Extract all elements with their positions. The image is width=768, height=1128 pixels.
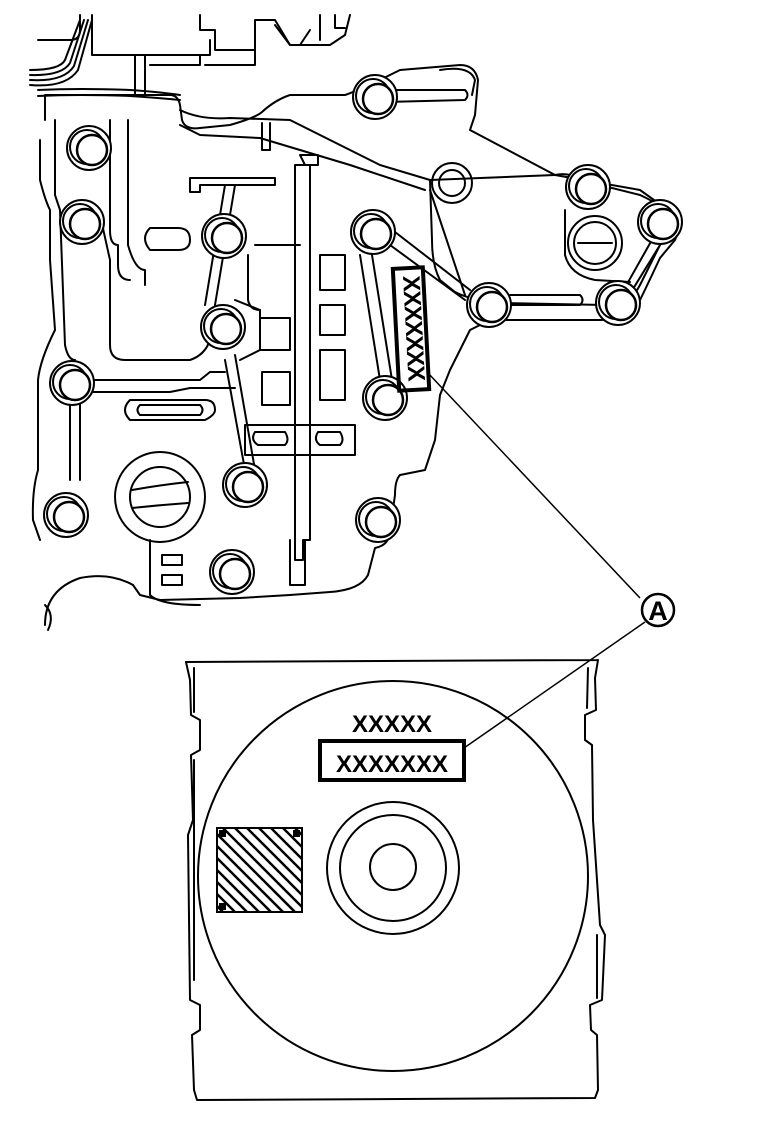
hatch-line bbox=[234, 828, 302, 897]
hatch-line bbox=[217, 868, 261, 912]
hatch-line bbox=[217, 880, 249, 912]
hatch-line bbox=[222, 828, 302, 909]
detail-disk bbox=[197, 680, 589, 1072]
wiring-harness bbox=[29, 14, 211, 101]
detail-label-box bbox=[318, 739, 466, 782]
hatch-line bbox=[217, 844, 285, 912]
solenoid-cap bbox=[567, 215, 623, 271]
bolt-icon bbox=[637, 199, 683, 245]
hatch-line bbox=[127, 828, 217, 918]
hatch-line bbox=[217, 904, 225, 912]
hatch-line bbox=[217, 832, 297, 912]
hatch-line bbox=[282, 828, 302, 849]
check-ball bbox=[431, 162, 473, 204]
hatch-line bbox=[217, 856, 273, 912]
bolt-icon bbox=[201, 213, 247, 259]
connector-top bbox=[149, 14, 351, 66]
bolt-icon bbox=[66, 125, 112, 171]
valve-body-id-label: XXXXXXX bbox=[390, 265, 432, 393]
bolt-icon bbox=[595, 280, 641, 326]
bolt-icon bbox=[200, 304, 246, 350]
hatch-line bbox=[258, 828, 302, 873]
hatch-line bbox=[217, 892, 237, 912]
callout-a-letter: A bbox=[648, 596, 668, 626]
bolt-icon bbox=[352, 74, 398, 120]
control-valve-body bbox=[29, 14, 680, 631]
detail-plate-outline bbox=[185, 659, 606, 1101]
bolt-icon bbox=[350, 209, 396, 255]
detail-label-boxed-text: XXXXXXX bbox=[336, 751, 448, 778]
bolt-icon bbox=[355, 497, 401, 543]
hatch-line bbox=[307, 828, 397, 918]
bolt-icon bbox=[466, 282, 512, 328]
bolt-icon bbox=[43, 492, 89, 538]
detail-hatched-pad bbox=[127, 827, 397, 918]
oil-passage-1 bbox=[144, 227, 191, 251]
hatch-line bbox=[246, 828, 302, 885]
bolts bbox=[43, 74, 683, 595]
pressure-valve-bore bbox=[114, 451, 206, 543]
bolt-icon bbox=[59, 199, 105, 245]
hatch-line bbox=[270, 828, 302, 861]
valve-spool-rod bbox=[294, 164, 311, 561]
bolt-icon bbox=[565, 164, 611, 210]
callout-a-badge bbox=[640, 592, 676, 628]
bolt-icon bbox=[222, 462, 268, 508]
bolt-icon bbox=[49, 360, 95, 406]
detail-view: XXXXX XXXXXXX bbox=[127, 659, 606, 1101]
callout-a: A bbox=[427, 372, 676, 749]
bolt-icon bbox=[209, 549, 255, 595]
valve-body-label-text: XXXXXXX bbox=[397, 275, 430, 382]
bolt-icon bbox=[362, 375, 408, 421]
detail-label-top-text: XXXXX bbox=[352, 711, 432, 738]
